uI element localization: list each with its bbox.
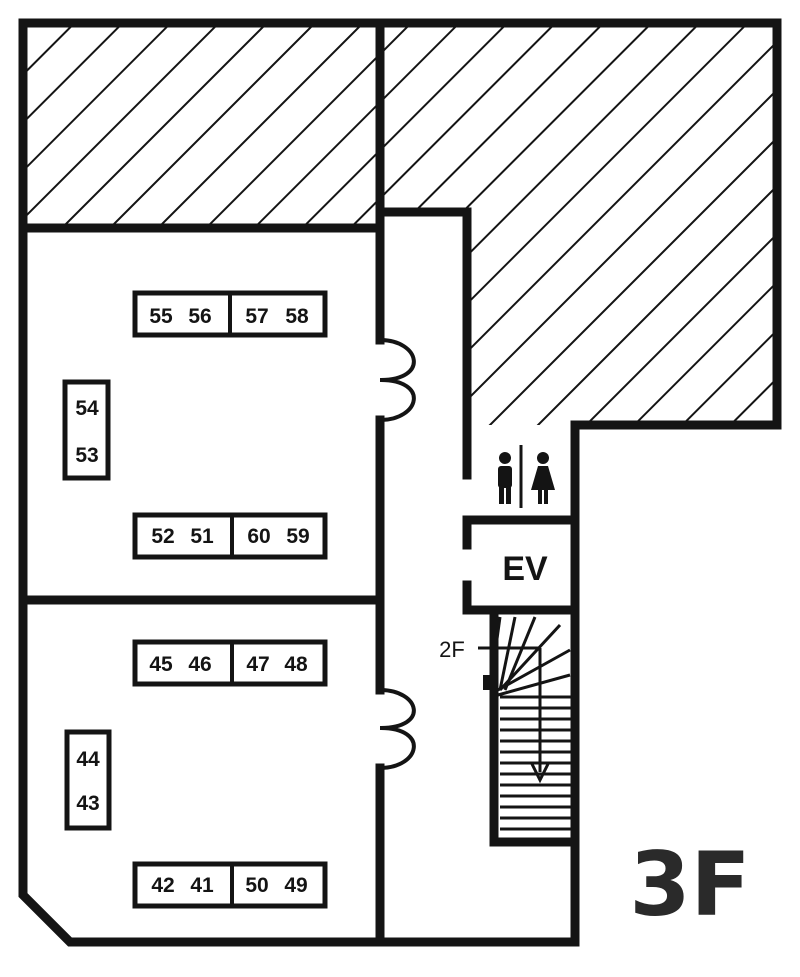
desk-seat-label: 47 bbox=[246, 653, 269, 676]
arrow-down-icon bbox=[530, 648, 550, 784]
upper-room-door[interactable] bbox=[379, 338, 416, 422]
stairs-floor-label: 2F bbox=[439, 637, 465, 662]
desk-seat-label: 45 bbox=[149, 653, 173, 676]
desk-seat-label: 59 bbox=[286, 525, 309, 548]
desk-seat-label: 57 bbox=[245, 305, 268, 328]
desk-seat-label: 46 bbox=[188, 653, 211, 676]
lower-room-door[interactable] bbox=[379, 688, 416, 770]
desk-upper-side[interactable] bbox=[62, 379, 111, 481]
desk-seat-label: 43 bbox=[76, 792, 99, 815]
desk-seat-label: 53 bbox=[75, 444, 98, 467]
desk-seat-label: 41 bbox=[190, 874, 214, 897]
desk-seat-label: 55 bbox=[149, 305, 173, 328]
lower-room: 45 46 47 48 44 43 42 41 50 49 bbox=[64, 639, 328, 909]
stair-treads bbox=[500, 695, 572, 831]
outer-wall bbox=[18, 18, 782, 947]
desk-seat-label: 52 bbox=[151, 525, 174, 548]
hatched-zone-right bbox=[382, 23, 777, 425]
male-restroom-icon bbox=[498, 452, 512, 504]
desk-seat-label: 51 bbox=[190, 525, 214, 548]
desk-seat-label: 44 bbox=[76, 748, 100, 771]
desk-seat-label: 49 bbox=[284, 874, 307, 897]
desk-seat-label: 50 bbox=[245, 874, 268, 897]
desk-seat-label: 42 bbox=[151, 874, 174, 897]
desk-seat-label: 48 bbox=[284, 653, 308, 676]
interior-walls bbox=[18, 18, 580, 947]
elevator-label: EV bbox=[502, 550, 548, 588]
desk-lower-side[interactable] bbox=[64, 729, 112, 831]
desk-seat-label: 58 bbox=[285, 305, 309, 328]
desk-seat-label: 56 bbox=[188, 305, 211, 328]
floor-label: 3F bbox=[629, 833, 750, 936]
desk-seat-label: 60 bbox=[247, 525, 270, 548]
desk-seat-label: 54 bbox=[75, 397, 99, 420]
upper-room: 55 56 57 58 54 53 52 51 60 59 bbox=[62, 290, 328, 560]
hatched-zone-left bbox=[23, 23, 378, 228]
female-restroom-icon bbox=[531, 452, 555, 504]
